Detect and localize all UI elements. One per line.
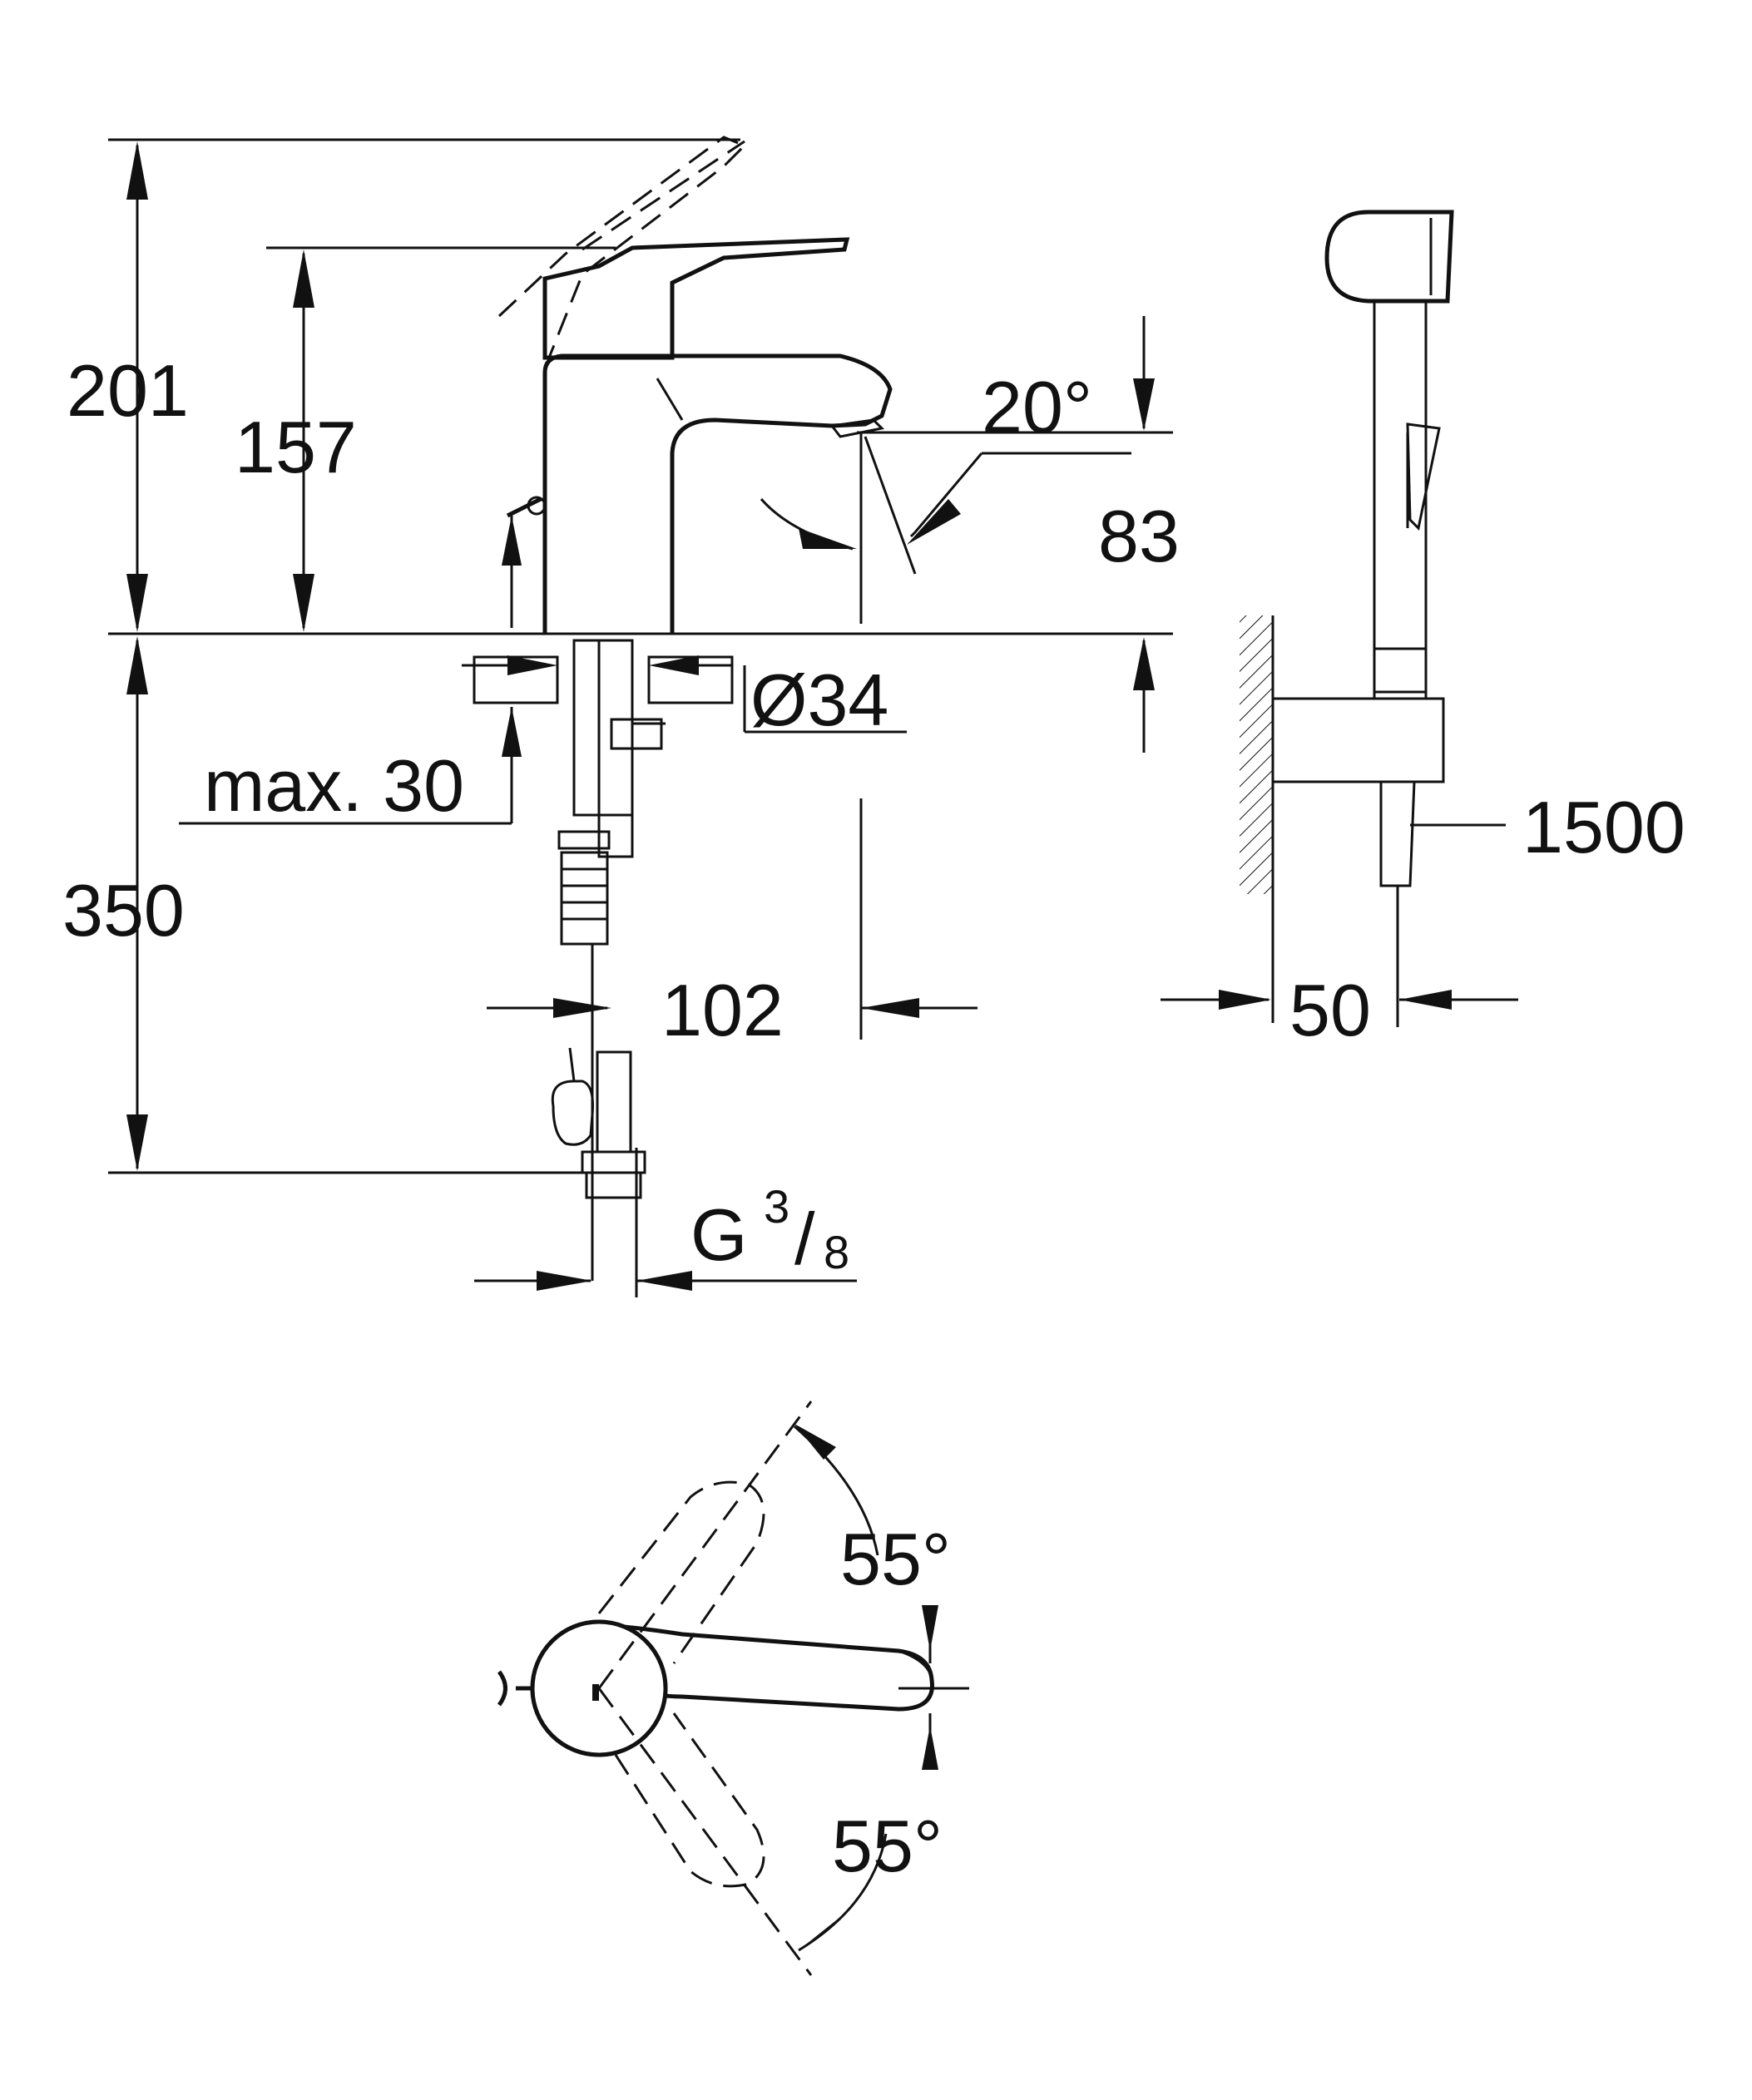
label-thread: G bbox=[690, 1193, 747, 1276]
faucet-side-view bbox=[108, 136, 1173, 1297]
label-lever-height: 157 bbox=[235, 406, 357, 488]
label-lever-angle-upper: 55° bbox=[840, 1518, 951, 1600]
label-hose-length: 350 bbox=[62, 869, 185, 951]
label-thread-denominator: 8 bbox=[824, 1226, 849, 1278]
label-total-height: 201 bbox=[67, 349, 189, 432]
svg-text:/: / bbox=[794, 1198, 815, 1280]
dimension-lines bbox=[108, 138, 1173, 1291]
label-spout-height: 83 bbox=[1098, 495, 1180, 577]
hand-shower-view bbox=[1161, 210, 1518, 1027]
dimension-labels: 201 157 20° 83 Ø34 max. 30 350 102 50 15… bbox=[62, 349, 1685, 1887]
label-spout-angle: 20° bbox=[982, 366, 1092, 448]
label-holder-projection: 50 bbox=[1289, 969, 1371, 1051]
label-lever-angle-lower: 55° bbox=[832, 1805, 943, 1887]
label-max-deck-thickness: max. 30 bbox=[204, 744, 464, 827]
faucet-top-view bbox=[497, 1401, 969, 1976]
label-shower-hose-length: 1500 bbox=[1522, 786, 1685, 868]
label-thread-numerator: 3 bbox=[764, 1180, 789, 1233]
label-spout-reach: 102 bbox=[661, 969, 784, 1051]
label-hole-diameter: Ø34 bbox=[750, 659, 888, 741]
